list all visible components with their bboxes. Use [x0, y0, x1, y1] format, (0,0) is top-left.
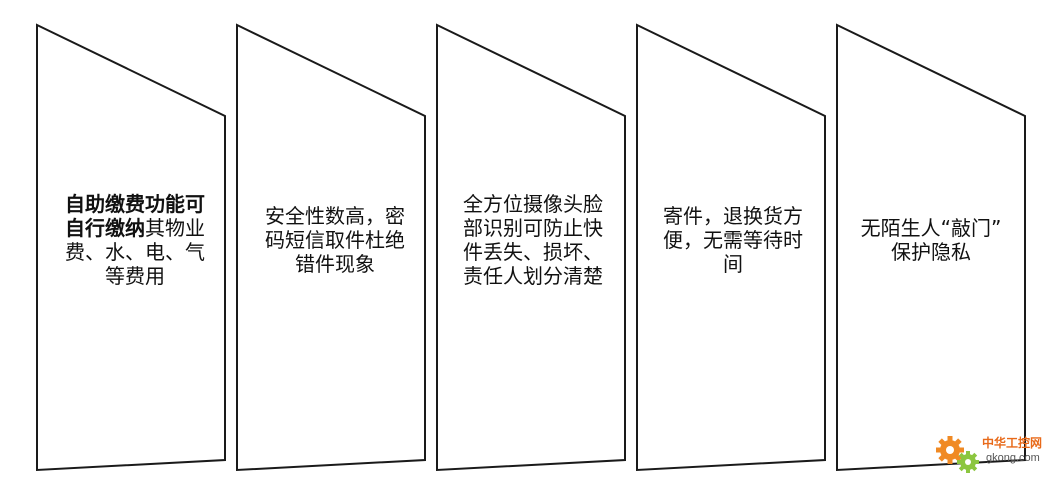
- panel-text-2: 安全性数高，密 码短信取件杜绝 错件现象: [250, 180, 420, 300]
- panel-1-line-2-seg-2: 其物业: [145, 216, 205, 240]
- panel-3-line-1: 全方位摄像头脸: [463, 192, 603, 216]
- panel-4-line-2: 便，无需等待时: [663, 228, 803, 252]
- panel-text-3: 全方位摄像头脸 部识别可防止快 件丢失、损坏、 责任人划分清楚: [448, 180, 618, 300]
- panel-shape-3: [436, 23, 626, 472]
- panel-2-line-1: 安全性数高，密: [265, 204, 405, 228]
- panel-1-line-4-seg-1: 等费用: [105, 264, 165, 288]
- panel-text-4: 寄件，退换货方 便，无需等待时 间: [648, 180, 818, 300]
- watermark-site-en: gkong.com: [986, 452, 1040, 464]
- panel-4-line-3: 间: [723, 252, 743, 276]
- panel-3-line-3: 件丢失、损坏、: [463, 240, 603, 264]
- panel-shape-1: [36, 23, 226, 472]
- panel-2-line-2: 码短信取件杜绝: [265, 228, 405, 252]
- panel-text-5: 无陌生人“敲门” 保护隐私: [846, 180, 1016, 300]
- panel-1-line-2: 自行缴纳其物业: [65, 216, 205, 240]
- panel-4-line-1: 寄件，退换货方: [663, 204, 803, 228]
- watermark-site-cn: 中华工控网: [982, 436, 1043, 450]
- panel-2-line-3: 错件现象: [295, 252, 375, 276]
- panel-1-line-1: 自助缴费功能可: [65, 192, 205, 216]
- panel-5-line-1: 无陌生人“敲门”: [860, 216, 1002, 240]
- panel-text-1: 自助缴费功能可 自行缴纳其物业 费、水、电、气 等费用: [50, 180, 220, 300]
- panel-3-line-2: 部识别可防止快: [463, 216, 603, 240]
- gear-icon: [936, 436, 979, 473]
- panel-1-line-2-seg-1: 自行缴纳: [65, 216, 145, 240]
- watermark-logo: 中华工控网 gkong.com: [932, 428, 1060, 482]
- panel-3-line-4: 责任人划分清楚: [463, 264, 603, 288]
- panel-shape-5: [836, 23, 1026, 472]
- panel-5-line-2: 保护隐私: [891, 240, 971, 264]
- panel-1-line-3: 费、水、电、气: [65, 240, 205, 264]
- panel-shape-2: [236, 23, 426, 472]
- panel-shape-4: [636, 23, 826, 472]
- panel-1-line-4: 等费用: [105, 264, 165, 288]
- panel-1-line-3-seg-1: 费、水、电、气: [65, 240, 205, 264]
- panel-1-line-1-seg-1: 自助缴费功能可: [65, 192, 205, 216]
